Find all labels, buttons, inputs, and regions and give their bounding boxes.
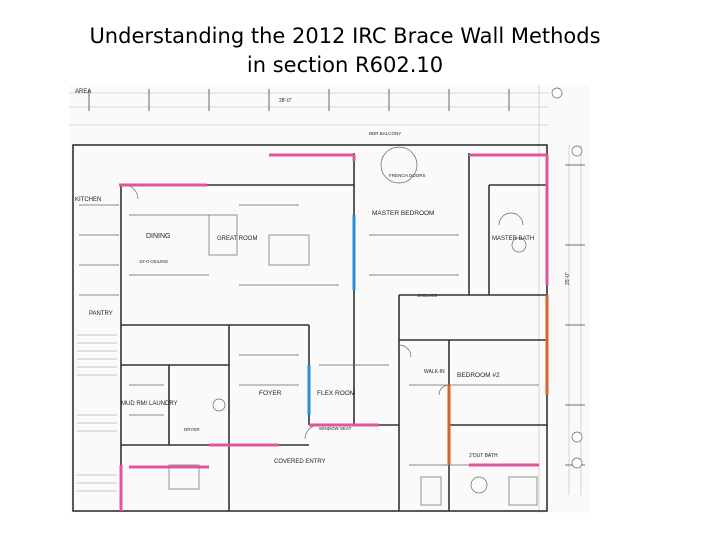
window-seat-label: WINDOW SEAT	[319, 426, 352, 431]
master-bath-label: MASTER BATH	[492, 236, 534, 242]
kitchen-label: KITCHEN	[75, 197, 101, 203]
ceiling-label: 10'-0 CEILING	[139, 259, 169, 264]
master-bedroom-label: MASTER BEDROOM	[372, 210, 434, 217]
area-label: AREA	[75, 89, 91, 95]
covered-entry-label: COVERED ENTRY	[274, 459, 326, 465]
flex-room-label: FLEX ROOM	[317, 390, 355, 397]
balcony-label: BDR BALCONY	[369, 131, 401, 136]
slide-title: Understanding the 2012 IRC Brace Wall Me…	[0, 22, 690, 80]
pantry-label: PANTRY	[89, 311, 113, 317]
walk-in-label: WALK-IN	[424, 369, 445, 375]
foyer-label: FOYER	[259, 390, 282, 397]
dim-right-label: 25'-0"	[565, 272, 571, 285]
dining-label: DINING	[146, 233, 171, 240]
bath-2-label: 2'OUT BATH	[469, 453, 498, 459]
bedroom-2-label: BEDROOM #2	[457, 372, 500, 379]
floor-plan-image: AREA 28'-0" BDR BALCONY FRENCH DOORS MAS…	[69, 85, 589, 513]
mud-room-label: MUD RM/ LAUNDRY	[121, 401, 178, 407]
shelves-label: SHELVES	[417, 293, 437, 298]
great-room-label: GREAT ROOM	[217, 236, 257, 242]
dim-top-label: 28'-0"	[279, 98, 292, 104]
title-line-2: in section R602.10	[246, 53, 444, 77]
dryer-label: DRYER	[184, 427, 200, 432]
french-doors-label: FRENCH DOORS	[389, 173, 426, 178]
title-line-1: Understanding the 2012 IRC Brace Wall Me…	[89, 24, 601, 48]
